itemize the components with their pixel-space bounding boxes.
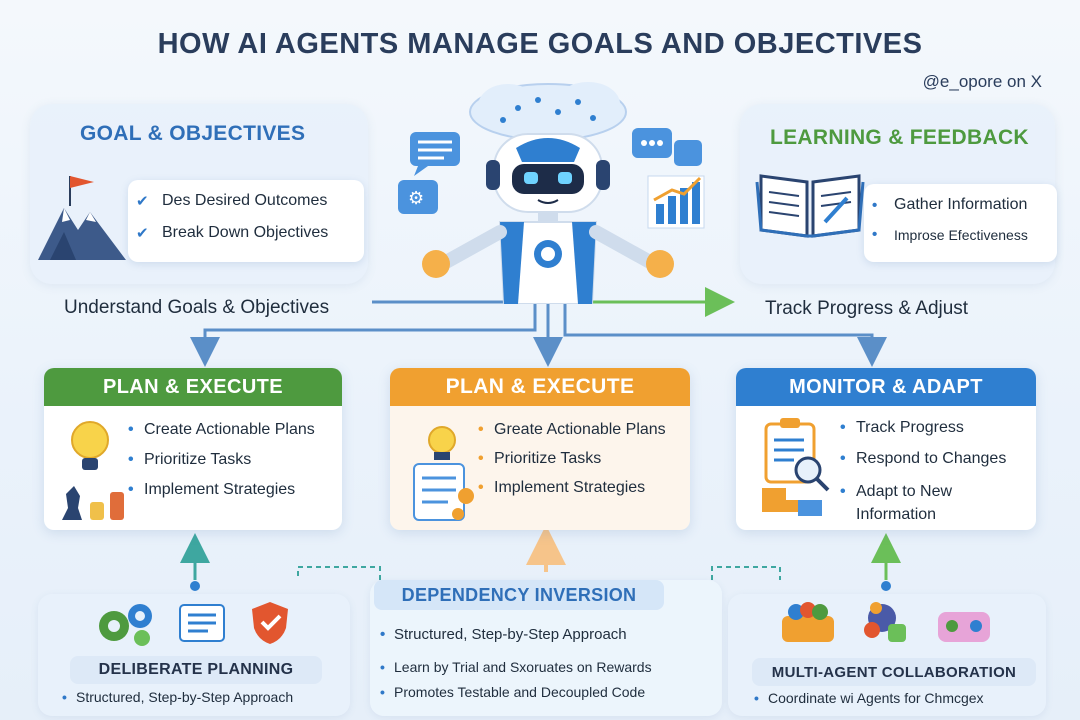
goals-checklist: ✔ Des Desired Outcomes ✔ Break Down Obje… xyxy=(128,180,364,262)
card-plan-execute-center: PLAN & EXECUTE •Greate Actionable Plans … xyxy=(390,368,690,530)
mountain-flag-icon xyxy=(36,172,128,264)
dashed-left xyxy=(297,566,381,580)
bullet-icon: • xyxy=(872,196,878,214)
chat-bubble-icon xyxy=(398,180,438,214)
team-icon xyxy=(780,600,1000,646)
connector-right xyxy=(563,300,887,367)
learning-heading: LEARNING & FEEDBACK xyxy=(770,126,1029,149)
chess-pieces-icon xyxy=(56,476,128,522)
page-title: HOW AI AGENTS MANAGE GOALS AND OBJECTIVE… xyxy=(157,28,923,60)
checklist-gear-icon xyxy=(408,416,478,526)
list-item: •Learn by Trial and Sxoruates on Rewards xyxy=(380,659,652,675)
gears-icon xyxy=(94,600,158,646)
bullet-icon: • xyxy=(380,659,385,675)
svg-text:⚙: ⚙ xyxy=(408,188,424,209)
list-item: •Implement Strategies xyxy=(128,481,296,498)
chat-bubble-icon xyxy=(632,128,702,166)
shield-check-icon xyxy=(250,600,290,646)
list-item: •Respond to Changes xyxy=(840,450,1007,467)
author-handle: @e_opore on X xyxy=(922,72,1042,91)
deliberate-planning-heading: DELIBERATE PLANNING xyxy=(70,656,322,684)
check-item: • Gather Information xyxy=(872,196,1028,214)
check-item: ✔ Des Desired Outcomes xyxy=(136,192,328,210)
card-bullets: •Track Progress •Respond to Changes •Ada… xyxy=(840,418,1030,526)
open-book-icon xyxy=(755,168,865,240)
list-item: •Structured, Step-by-Step Approach xyxy=(380,626,627,643)
bullet-icon: • xyxy=(380,684,385,700)
card-bullets: •Create Actionable Plans •Prioritize Tas… xyxy=(128,420,338,500)
list-item: •Implement Strategies xyxy=(478,479,646,496)
card-plan-execute-left: PLAN & EXECUTE •Create Actionable Plans … xyxy=(44,368,342,530)
thought-cloud-icon xyxy=(469,82,627,141)
card-monitor-adapt: MONITOR & ADAPT •Track Progress •Respond… xyxy=(736,368,1036,530)
card-heading: MONITOR & ADAPT xyxy=(736,368,1036,406)
card-heading: PLAN & EXECUTE xyxy=(390,368,690,406)
robot-icon xyxy=(422,133,674,304)
list-item: •Track Progress xyxy=(840,419,964,436)
list-item: •Prioritize Tasks xyxy=(478,450,602,467)
chat-bubble-icon xyxy=(410,132,460,176)
learning-caption: Track Progress & Adjust xyxy=(765,298,969,319)
bullet-icon: • xyxy=(872,226,878,243)
list-item: • Structured, Step-by-Step Approach xyxy=(62,689,294,705)
learning-checklist: • Gather Information • Improse Efectiven… xyxy=(864,184,1057,262)
check-item: ✔ Break Down Objectives xyxy=(136,224,329,242)
robot-illustration: ⚙ xyxy=(388,72,708,304)
goals-heading: GOAL & OBJECTIVES xyxy=(80,122,306,145)
multi-agent-heading: MULTI-AGENT COLLABORATION xyxy=(752,658,1036,686)
dashed-right xyxy=(711,566,781,580)
lightbulb-icon xyxy=(66,418,114,478)
check-item: • Improse Efectiveness xyxy=(872,226,1028,243)
card-bullets: •Greate Actionable Plans •Prioritize Tas… xyxy=(478,420,688,498)
bullet-icon: • xyxy=(754,690,759,706)
bar-chart-icon xyxy=(647,175,705,229)
dependency-inversion-heading: DEPENDENCY INVERSION xyxy=(374,580,664,610)
list-item: •Adapt to New Information xyxy=(840,483,953,523)
checklist-icon xyxy=(178,603,226,643)
check-icon: ✔ xyxy=(136,225,149,242)
list-item: •Promotes Testable and Decoupled Code xyxy=(380,684,646,700)
connector-left xyxy=(190,300,537,367)
bullet-icon: • xyxy=(380,626,386,643)
goals-caption: Understand Goals & Objectives xyxy=(64,297,330,318)
bullet-icon: • xyxy=(62,689,67,705)
list-item: • Coordinate wi Agents for Chmcgex xyxy=(754,690,984,706)
list-item: •Create Actionable Plans xyxy=(128,421,315,438)
card-heading: PLAN & EXECUTE xyxy=(44,368,342,406)
clipboard-magnifier-icon xyxy=(758,416,834,526)
dependency-inversion-list: •Structured, Step-by-Step Approach •Lear… xyxy=(380,626,720,700)
check-icon: ✔ xyxy=(136,193,149,210)
list-item: •Greate Actionable Plans xyxy=(478,421,666,438)
list-item: •Prioritize Tasks xyxy=(128,451,252,468)
